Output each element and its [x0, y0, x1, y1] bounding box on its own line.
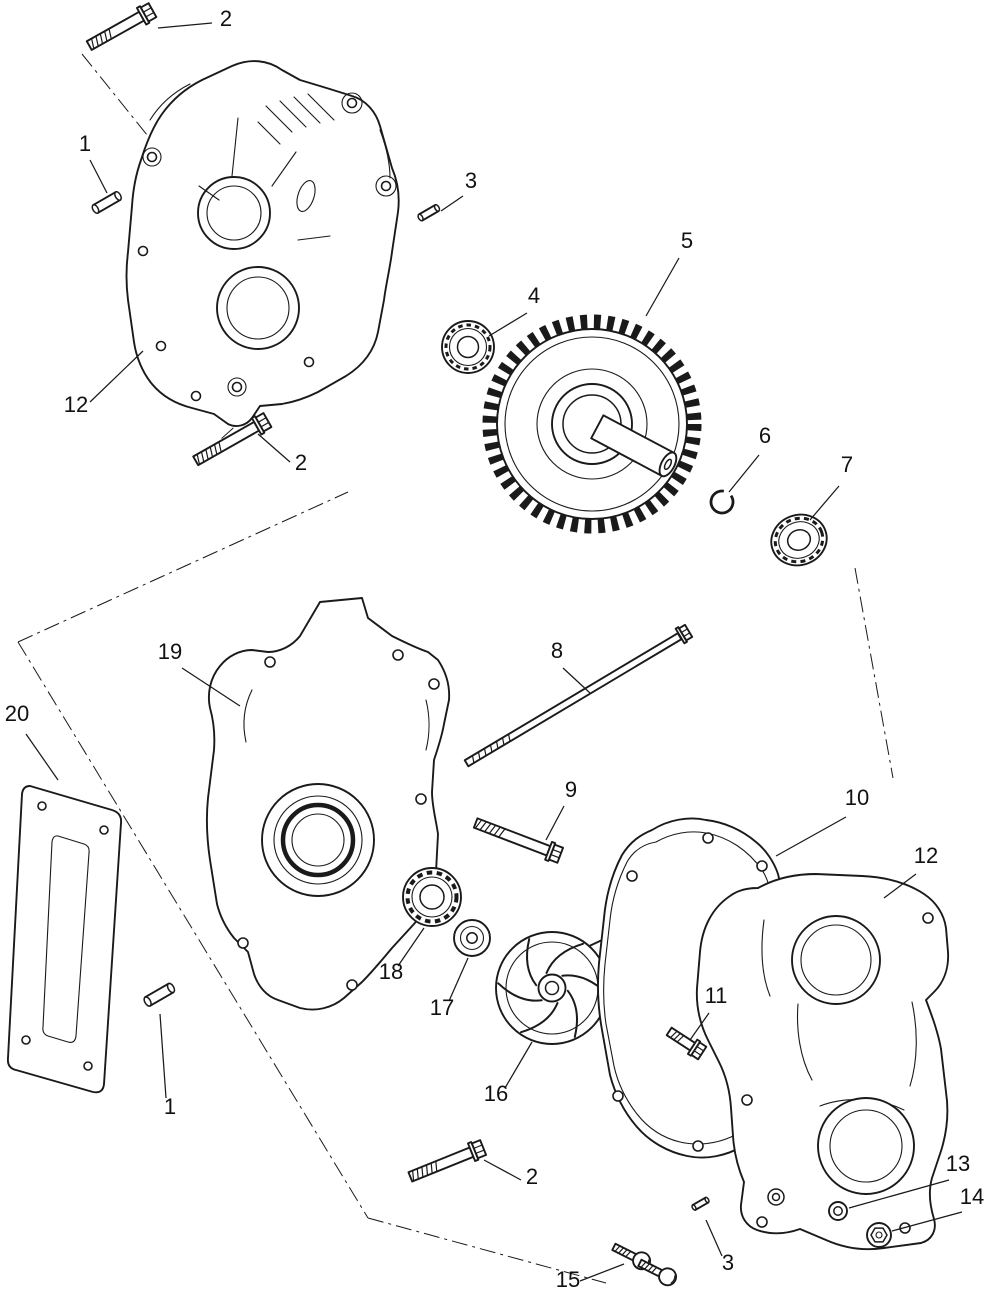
callout-6: 6 [759, 423, 771, 448]
callout-10: 10 [845, 785, 869, 810]
callout-8: 8 [551, 638, 563, 663]
part-round-head-screw-b [637, 1258, 678, 1287]
part-bearing-right [770, 513, 828, 567]
leader-13 [848, 1179, 950, 1209]
leader-17 [448, 957, 469, 1002]
callout-2-middle: 2 [295, 450, 307, 475]
inner-cover-outline [125, 60, 400, 427]
callout-20: 20 [5, 701, 29, 726]
leader-2-upper [157, 22, 213, 29]
callout-19: 19 [158, 639, 182, 664]
callout-2-upper: 2 [220, 6, 232, 31]
callout-16: 16 [484, 1081, 508, 1106]
callout-13: 13 [946, 1151, 970, 1176]
leader-12-upper [89, 350, 144, 403]
leader-12-right [883, 873, 917, 899]
leader-3-lower [705, 1219, 723, 1257]
part-pin-upper [417, 204, 441, 222]
callout-3-lower: 3 [722, 1250, 734, 1275]
part-washer [828, 1201, 848, 1221]
callout-labels: 2 1 3 4 5 6 7 12 2 19 8 20 9 10 12 18 17… [5, 6, 984, 1291]
callout-17: 17 [430, 995, 454, 1020]
part-dowel-pin-lower [143, 982, 176, 1007]
callout-15: 15 [556, 1267, 580, 1291]
part-bearing-center [402, 867, 462, 927]
part-drive-gear [482, 314, 702, 534]
part-flat-gasket [6, 785, 123, 1094]
part-flange-bolt-middle [192, 412, 273, 467]
leader-8 [562, 667, 591, 694]
callout-5: 5 [681, 228, 693, 253]
leader-1-lower [159, 1013, 167, 1099]
leader-11 [689, 1012, 710, 1041]
part-pump-housing [206, 597, 451, 1011]
callout-2-lower: 2 [526, 1164, 538, 1189]
leader-6 [728, 454, 760, 493]
part-impeller [495, 926, 631, 1045]
part-flange-bolt-upper [85, 2, 158, 51]
part-pin-lower [691, 1196, 710, 1211]
fold-line [17, 491, 349, 643]
leader-7 [809, 485, 840, 521]
leader-lines [25, 22, 963, 1282]
leader-4 [488, 312, 528, 337]
leader-20 [25, 733, 59, 781]
leader-2-lower [483, 1159, 522, 1181]
callout-14: 14 [960, 1184, 984, 1209]
leader-3-upper [440, 195, 464, 212]
callout-11: 11 [705, 983, 728, 1008]
callout-7: 7 [841, 452, 853, 477]
part-bolt-small [665, 1026, 708, 1061]
part-hex-screw [866, 1222, 892, 1248]
callout-4: 4 [528, 283, 540, 308]
part-o-ring [709, 489, 735, 515]
leader-9 [545, 805, 565, 841]
part-inner-cover [125, 60, 400, 427]
leader-15 [579, 1263, 625, 1282]
leader-14 [891, 1211, 963, 1232]
callout-1-upper: 1 [79, 131, 91, 156]
part-long-bolt [463, 623, 694, 768]
fold-line [17, 641, 369, 1219]
leader-16 [504, 1041, 533, 1089]
part-bearing-small [441, 320, 495, 374]
part-outer-cover [695, 873, 950, 1251]
leader-19 [181, 667, 241, 707]
callout-9: 9 [565, 777, 577, 802]
leader-2-middle [257, 433, 291, 463]
leader-10 [775, 816, 847, 857]
part-dowel-pin-upper [91, 191, 122, 214]
leader-18 [397, 927, 425, 967]
callout-12-right: 12 [914, 843, 938, 868]
fold-line [367, 1217, 607, 1284]
leader-1-upper [89, 159, 108, 194]
part-seal [453, 919, 491, 957]
gear-teeth [482, 314, 702, 534]
callout-12-upper: 12 [64, 392, 88, 417]
callout-18: 18 [379, 959, 403, 984]
callout-3-upper: 3 [465, 168, 477, 193]
part-flange-bolt-lower [407, 1139, 488, 1183]
axis-line [854, 567, 894, 779]
part-flange-bolt-center [472, 817, 565, 864]
callout-1-lower: 1 [164, 1094, 176, 1119]
leader-5 [645, 257, 680, 317]
